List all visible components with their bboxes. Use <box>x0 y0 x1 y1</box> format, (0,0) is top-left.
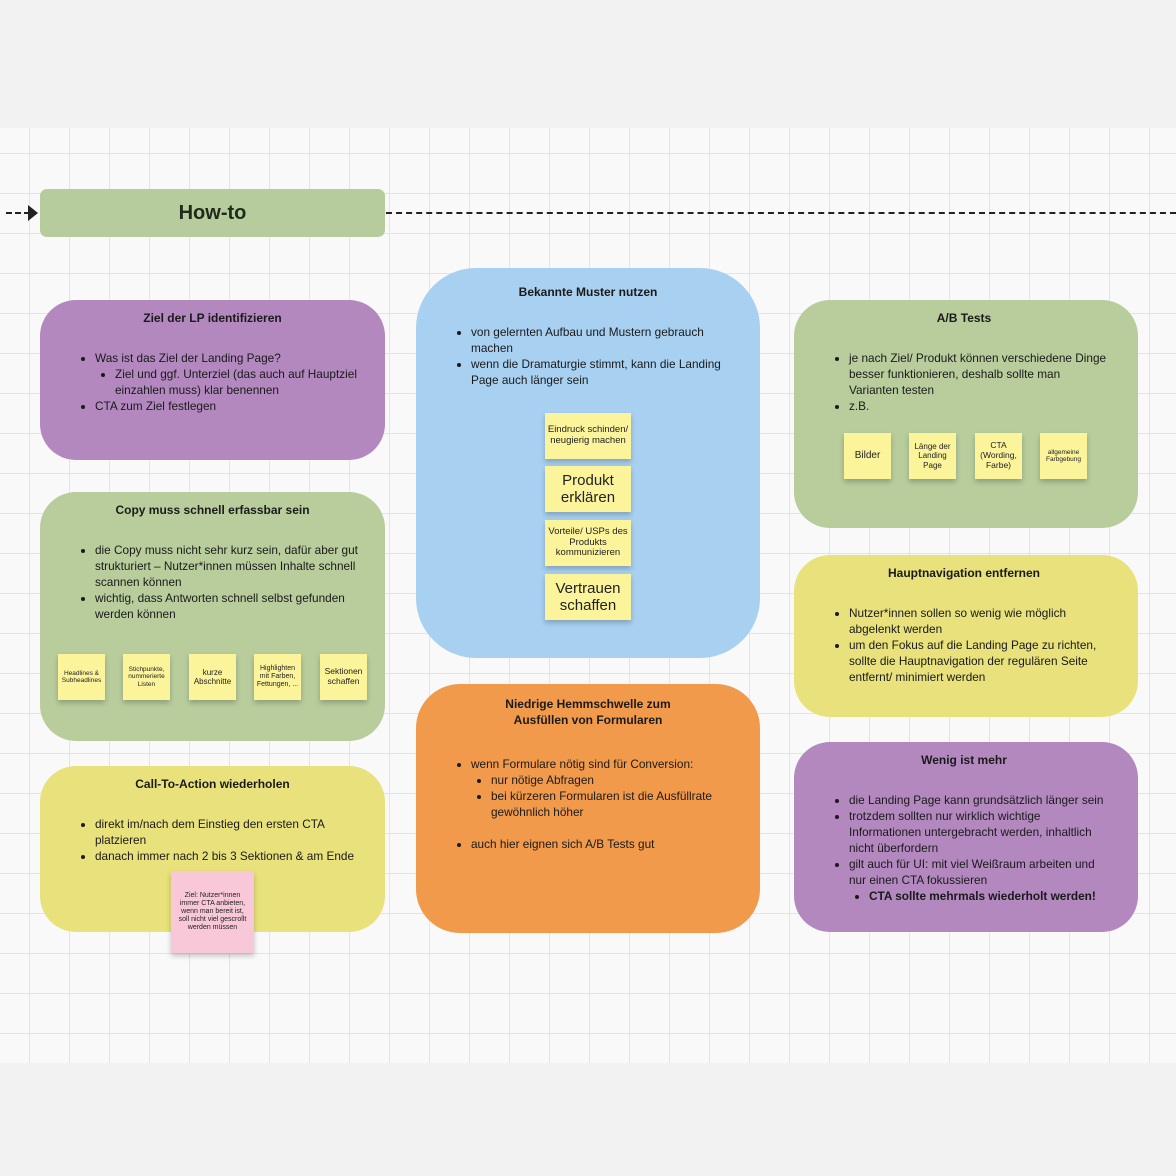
card-title: Niedrige Hemmschwelle zum Ausfüllen von … <box>505 697 671 727</box>
bullet-item: danach immer nach 2 bis 3 Sektionen & am… <box>95 848 361 864</box>
card-title: Call-To-Action wiederholen <box>135 777 290 791</box>
bullet-item: die Copy muss nicht sehr kurz sein, dafü… <box>95 542 361 590</box>
bullet-item: wenn Formulare nötig sind für Conversion… <box>471 756 736 820</box>
sub-bullet-item: nur nötige Abfragen <box>491 772 736 788</box>
sticky-note[interactable]: kurze Abschnitte <box>189 654 236 700</box>
card-title: A/B Tests <box>936 311 992 325</box>
sub-bullet-item: CTA sollte mehrmals wiederholt werden! <box>869 888 1110 904</box>
bullet-item: wenn die Dramaturgie stimmt, kann die La… <box>471 356 736 388</box>
bullet-list: die Landing Page kann grundsätzlich läng… <box>834 792 1110 904</box>
bullet-list: direkt im/nach dem Einstieg den ersten C… <box>80 816 361 864</box>
card-copy[interactable]: Copy muss schnell erfassbar sein die Cop… <box>40 492 385 741</box>
card-hemmschwelle[interactable]: Niedrige Hemmschwelle zum Ausfüllen von … <box>416 684 760 933</box>
bullet-item: wichtig, dass Antworten schnell selbst g… <box>95 590 361 622</box>
bullet-item: die Landing Page kann grundsätzlich läng… <box>849 792 1110 808</box>
bullet-list: wenn Formulare nötig sind für Conversion… <box>456 756 736 852</box>
connector-line-right <box>386 212 1176 214</box>
bullet-list: Nutzer*innen sollen so wenig wie möglich… <box>834 605 1110 685</box>
bullet-item: um den Fokus auf die Landing Page zu ric… <box>849 637 1110 685</box>
card-title: Hauptnavigation entfernen <box>887 566 1040 580</box>
bullet-list: je nach Ziel/ Produkt können verschieden… <box>834 350 1110 414</box>
sticky-note[interactable]: Vorteile/ USPs des Produkts kommuniziere… <box>545 520 631 566</box>
sticky-note[interactable]: Produkt erklären <box>545 466 631 512</box>
sub-bullet-item: bei kürzeren Formularen ist die Ausfüllr… <box>491 788 736 820</box>
bullet-list: Was ist das Ziel der Landing Page? Ziel … <box>80 350 361 414</box>
bullet-item: Nutzer*innen sollen so wenig wie möglich… <box>849 605 1110 637</box>
bullet-item: Was ist das Ziel der Landing Page? Ziel … <box>95 350 361 398</box>
sub-bullet-item: Ziel und ggf. Unterziel (das auch auf Ha… <box>115 366 361 398</box>
section-header-howto[interactable]: How-to <box>40 189 385 237</box>
sticky-note[interactable]: Highlighten mit Farben, Fettungen, ... <box>254 654 301 700</box>
bullet-item: von gelernten Aufbau und Mustern gebrauc… <box>471 324 736 356</box>
bullet-item: gilt auch für UI: mit viel Weißraum arbe… <box>849 856 1110 904</box>
bullet-list: von gelernten Aufbau und Mustern gebrauc… <box>456 324 736 388</box>
bullet-item: z.B. <box>849 398 1110 414</box>
sticky-note[interactable]: Headlines & Subheadlines <box>58 654 105 700</box>
arrow-right-icon <box>28 205 38 221</box>
card-title: Copy muss schnell erfassbar sein <box>115 503 310 517</box>
card-ziel[interactable]: Ziel der LP identifizieren Was ist das Z… <box>40 300 385 460</box>
sticky-note[interactable]: Stichpunkte, nummerierte Listen <box>123 654 170 700</box>
card-wenig-ist-mehr[interactable]: Wenig ist mehr die Landing Page kann gru… <box>794 742 1138 932</box>
card-title: Bekannte Muster nutzen <box>518 285 658 299</box>
bullet-item: auch hier eignen sich A/B Tests gut <box>471 836 736 852</box>
card-title: Ziel der LP identifizieren <box>143 311 282 325</box>
section-header-title: How-to <box>178 201 247 224</box>
sticky-note[interactable]: CTA (Wording, Farbe) <box>975 433 1022 479</box>
sticky-note[interactable]: Vertrauen schaffen <box>545 574 631 620</box>
sticky-note[interactable]: Eindruck schinden/ neugierig machen <box>545 413 631 459</box>
card-title: Wenig ist mehr <box>921 753 1007 767</box>
sticky-note[interactable]: Bilder <box>844 433 891 479</box>
sticky-note[interactable]: Sektionen schaffen <box>320 654 367 700</box>
bullet-item: CTA zum Ziel festlegen <box>95 398 361 414</box>
bullet-item: direkt im/nach dem Einstieg den ersten C… <box>95 816 361 848</box>
card-hauptnavigation[interactable]: Hauptnavigation entfernen Nutzer*innen s… <box>794 555 1138 717</box>
bullet-list: die Copy muss nicht sehr kurz sein, dafü… <box>80 542 361 622</box>
bullet-item: trotzdem sollten nur wirklich wichtige I… <box>849 808 1110 856</box>
sticky-note-cta-goal[interactable]: Ziel: Nutzer*innen immer CTA anbieten, w… <box>171 871 254 953</box>
sticky-note[interactable]: allgemeine Farbgebung <box>1040 433 1087 479</box>
card-ab-tests[interactable]: A/B Tests je nach Ziel/ Produkt können v… <box>794 300 1138 528</box>
bullet-item: je nach Ziel/ Produkt können verschieden… <box>849 350 1110 398</box>
connector-line-left <box>6 212 30 214</box>
sticky-note[interactable]: Länge der Landing Page <box>909 433 956 479</box>
